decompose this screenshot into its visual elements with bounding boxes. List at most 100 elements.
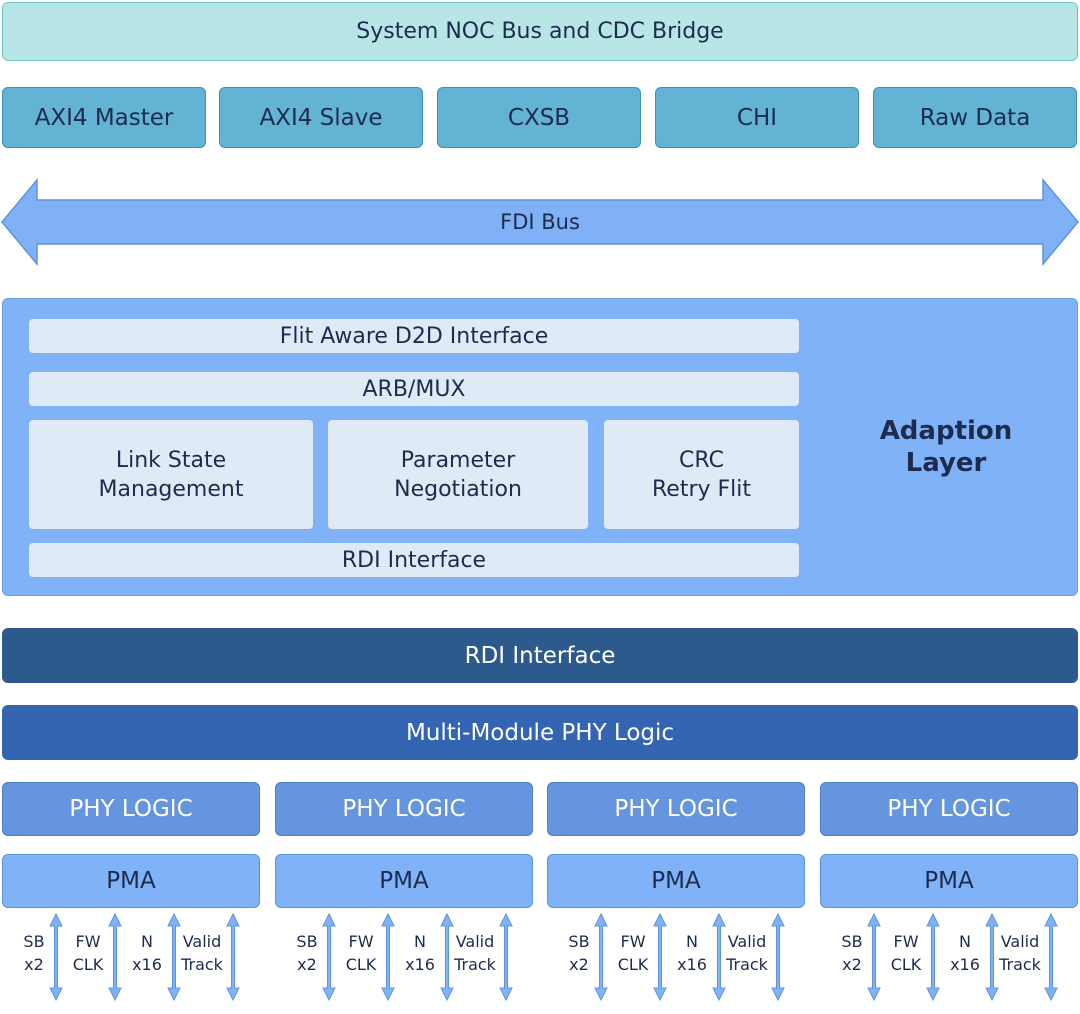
pma-box: PMA bbox=[547, 854, 805, 908]
pma-box: PMA bbox=[2, 854, 260, 908]
fdi-bus-arrow bbox=[1, 178, 1079, 266]
rdi-inner-label: RDI Interface bbox=[341, 547, 487, 573]
signal-line1: SB bbox=[568, 932, 590, 951]
phy-logic-label: PHY LOGIC bbox=[342, 796, 466, 822]
signal-arrow bbox=[381, 912, 395, 1002]
adaption-layer-label: Adaption Layer bbox=[839, 415, 1053, 479]
signal-line1: SB bbox=[296, 932, 318, 951]
signal-line1: N bbox=[141, 932, 153, 951]
signal-line2: x2 bbox=[569, 955, 589, 974]
phy-logic-box: PHY LOGIC bbox=[547, 782, 805, 836]
phy-logic-box: PHY LOGIC bbox=[275, 782, 533, 836]
protocol-label: AXI4 Master bbox=[34, 104, 174, 131]
signal-line1: SB bbox=[23, 932, 45, 951]
parameter-negotiation: Parameter Negotiation bbox=[328, 420, 588, 529]
signal-line1: Valid bbox=[1000, 932, 1040, 951]
link-state-line2: Management bbox=[98, 476, 244, 502]
param-neg-line2: Negotiation bbox=[394, 476, 522, 502]
pma-label: PMA bbox=[651, 868, 701, 894]
rdi-interface-bar: RDI Interface bbox=[2, 628, 1078, 683]
protocol-axi4-master: AXI4 Master bbox=[2, 87, 206, 148]
signal-arrow bbox=[167, 912, 181, 1002]
multi-module-phy-bar: Multi-Module PHY Logic bbox=[2, 705, 1078, 760]
phy-logic-label: PHY LOGIC bbox=[887, 796, 1011, 822]
signal-arrow bbox=[985, 912, 999, 1002]
adaption-layer-line1: Adaption bbox=[879, 416, 1013, 446]
signal-arrow bbox=[499, 912, 513, 1002]
signal-arrow bbox=[322, 912, 336, 1002]
signal-line2: x2 bbox=[842, 955, 862, 974]
signal-arrow bbox=[1044, 912, 1058, 1002]
signal-line1: N bbox=[686, 932, 698, 951]
signal-arrows bbox=[49, 912, 1058, 1002]
signal-line1: N bbox=[414, 932, 426, 951]
signal-arrow bbox=[867, 912, 881, 1002]
protocol-label: CHI bbox=[736, 104, 778, 131]
protocol-label: CXSB bbox=[507, 104, 571, 131]
signal-sb-label: SB x2 bbox=[282, 930, 332, 976]
protocol-axi4-slave: AXI4 Slave bbox=[219, 87, 423, 148]
pma-label: PMA bbox=[379, 868, 429, 894]
signal-line2: Track bbox=[454, 955, 496, 974]
system-noc-label: System NOC Bus and CDC Bridge bbox=[356, 19, 724, 44]
phy-logic-box: PHY LOGIC bbox=[820, 782, 1078, 836]
signal-line1: Valid bbox=[182, 932, 222, 951]
signal-line1: SB bbox=[841, 932, 863, 951]
flit-aware-label: Flit Aware D2D Interface bbox=[279, 323, 549, 349]
signal-arrow bbox=[440, 912, 454, 1002]
multi-module-label: Multi-Module PHY Logic bbox=[405, 719, 675, 746]
crc-retry-flit: CRC Retry Flit bbox=[604, 420, 799, 529]
signal-line2: x16 bbox=[405, 955, 435, 974]
pma-box: PMA bbox=[275, 854, 533, 908]
protocol-label: Raw Data bbox=[919, 104, 1031, 131]
protocol-cxsb: CXSB bbox=[437, 87, 641, 148]
signal-arrow bbox=[926, 912, 940, 1002]
crc-line1: CRC bbox=[679, 447, 724, 473]
protocol-chi: CHI bbox=[655, 87, 859, 148]
rdi-interface-inner: RDI Interface bbox=[29, 543, 799, 577]
signal-sb-label: SB x2 bbox=[554, 930, 604, 976]
signal-line2: x2 bbox=[297, 955, 317, 974]
phy-logic-label: PHY LOGIC bbox=[614, 796, 738, 822]
signal-arrow bbox=[712, 912, 726, 1002]
link-state-line1: Link State bbox=[115, 447, 227, 473]
signal-arrow bbox=[226, 912, 240, 1002]
signal-line2: Track bbox=[726, 955, 768, 974]
arb-mux-label: ARB/MUX bbox=[362, 376, 466, 402]
adaption-layer: Flit Aware D2D Interface ARB/MUX Link St… bbox=[2, 298, 1078, 596]
signal-line2: CLK bbox=[72, 955, 104, 974]
link-state-management: Link State Management bbox=[29, 420, 313, 529]
rdi-interface-label: RDI Interface bbox=[464, 642, 616, 669]
signal-line2: x16 bbox=[950, 955, 980, 974]
crc-line2: Retry Flit bbox=[651, 476, 752, 502]
signal-sb-label: SB x2 bbox=[827, 930, 877, 976]
signal-line2: CLK bbox=[890, 955, 922, 974]
signal-arrow bbox=[108, 912, 122, 1002]
signal-arrow bbox=[653, 912, 667, 1002]
signal-line1: Valid bbox=[455, 932, 495, 951]
signal-arrow bbox=[49, 912, 63, 1002]
signal-arrow bbox=[594, 912, 608, 1002]
system-noc-bar: System NOC Bus and CDC Bridge bbox=[2, 2, 1078, 61]
protocol-raw-data: Raw Data bbox=[873, 87, 1077, 148]
protocol-label: AXI4 Slave bbox=[259, 104, 383, 131]
phy-logic-label: PHY LOGIC bbox=[69, 796, 193, 822]
signal-arrow bbox=[771, 912, 785, 1002]
flit-aware-d2d-interface: Flit Aware D2D Interface bbox=[29, 319, 799, 353]
pma-box: PMA bbox=[820, 854, 1078, 908]
phy-logic-box: PHY LOGIC bbox=[2, 782, 260, 836]
fdi-bus-label: FDI Bus bbox=[500, 210, 580, 234]
signal-line2: x16 bbox=[677, 955, 707, 974]
